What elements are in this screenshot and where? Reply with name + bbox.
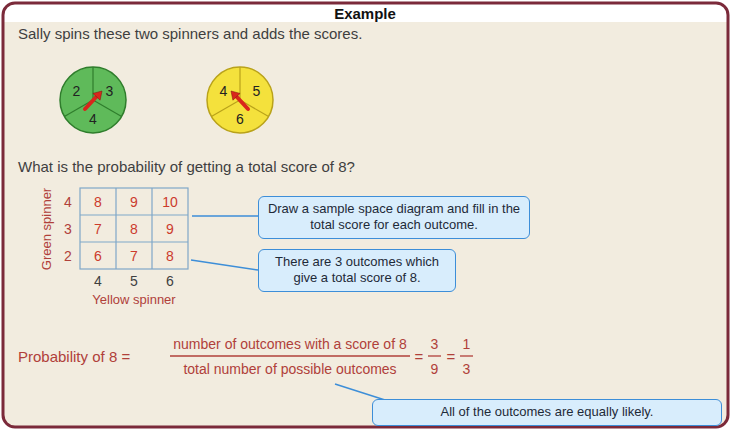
panel-title: Example [334, 6, 396, 21]
column-label: 6 [166, 274, 174, 288]
spinner-number: 4 [89, 112, 97, 126]
green-spinner [60, 67, 126, 133]
panel-ground [3, 3, 728, 427]
column-label: 4 [94, 274, 102, 288]
callout-box: Draw a sample space diagram and fill in … [258, 196, 530, 239]
equals-sign: = [447, 349, 456, 364]
fraction-denominator: 9 [431, 362, 439, 376]
table-cell: 8 [166, 249, 174, 263]
fraction-bars [170, 355, 473, 356]
table-cell: 7 [130, 249, 138, 263]
formula-text: Probability of 8 = [18, 349, 130, 364]
spinner-number: 2 [73, 84, 81, 98]
axis-title: Green spinner [40, 187, 53, 269]
column-label: 5 [130, 274, 138, 288]
callout-box: There are 3 outcomes which give a total … [258, 249, 456, 292]
spinner-number: 3 [106, 84, 114, 98]
row-label: 2 [64, 249, 72, 263]
sample-space-grid [80, 188, 188, 269]
callout-text: All of the outcomes are equally likely. [381, 404, 713, 420]
yellow-spinner [207, 67, 273, 133]
equals-sign: = [415, 349, 424, 364]
table-cell: 9 [166, 222, 174, 236]
fraction-denominator: 3 [463, 362, 471, 376]
table-cell: 8 [130, 222, 138, 236]
fraction-denominator: total number of possible outcomes [183, 362, 396, 376]
fraction-numerator: 3 [431, 337, 439, 351]
spinner-number: 5 [253, 84, 261, 98]
spinner-number: 4 [220, 84, 228, 98]
question-text: What is the probability of getting a tot… [18, 159, 355, 174]
panel-frame [3, 3, 728, 427]
row-label: 4 [64, 195, 72, 209]
table-cell: 6 [94, 249, 102, 263]
spinner-number: 6 [236, 112, 244, 126]
callout-text: Draw a sample space diagram and fill in … [267, 201, 521, 233]
table-cell: 8 [94, 195, 102, 209]
table-cell: 7 [94, 222, 102, 236]
row-label: 3 [64, 222, 72, 236]
callout-text: There are 3 outcomes which give a total … [267, 254, 447, 286]
table-cell: 10 [162, 195, 178, 209]
axis-title: Yellow spinner [92, 293, 175, 306]
callout-box: All of the outcomes are equally likely. [372, 399, 722, 426]
fraction-numerator: 1 [463, 337, 471, 351]
table-cell: 9 [130, 195, 138, 209]
title-band [3, 3, 728, 22]
fraction-numerator: number of outcomes with a score of 8 [173, 337, 406, 351]
intro-text: Sally spins these two spinners and adds … [18, 26, 362, 41]
